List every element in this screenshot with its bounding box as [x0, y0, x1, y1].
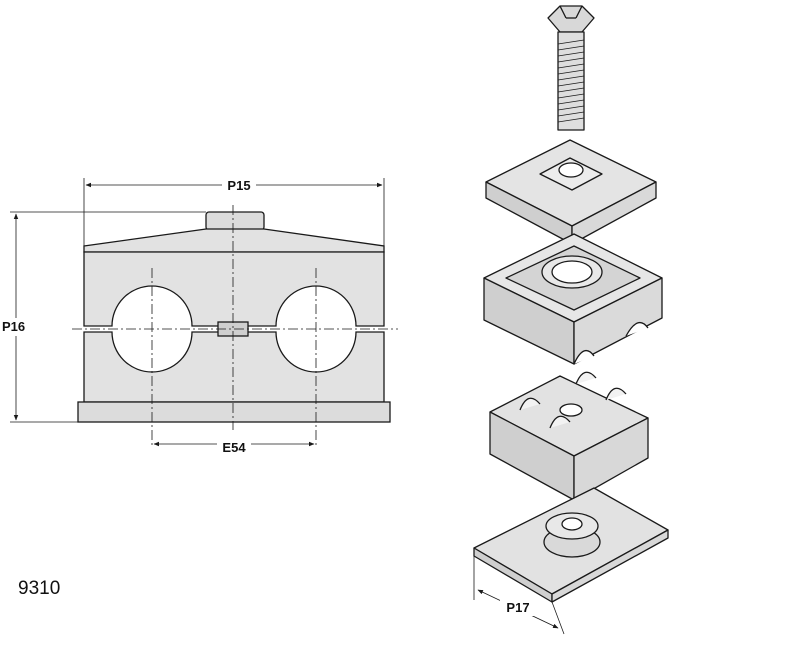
hex-bolt	[547, 5, 595, 131]
front-cover-plate	[83, 228, 385, 253]
p16-label: P16	[2, 319, 25, 334]
p17-label: P17	[506, 600, 529, 615]
e54-label: E54	[222, 440, 246, 455]
p15-label: P15	[227, 178, 250, 193]
front-dimension-labels: P15 P16 E54	[0, 177, 256, 455]
cover-plate	[485, 139, 657, 245]
weld-plate	[473, 487, 669, 603]
front-lower-body	[83, 331, 385, 403]
front-center-lines	[72, 205, 398, 448]
front-upper-body	[83, 251, 385, 327]
exploded-view	[473, 5, 669, 603]
lower-clamp-body	[489, 371, 649, 501]
product-code: 9310	[18, 578, 61, 599]
front-base-plate	[77, 401, 391, 423]
front-bolt-head	[205, 211, 265, 231]
upper-clamp-body	[483, 233, 663, 365]
front-view	[77, 211, 391, 423]
